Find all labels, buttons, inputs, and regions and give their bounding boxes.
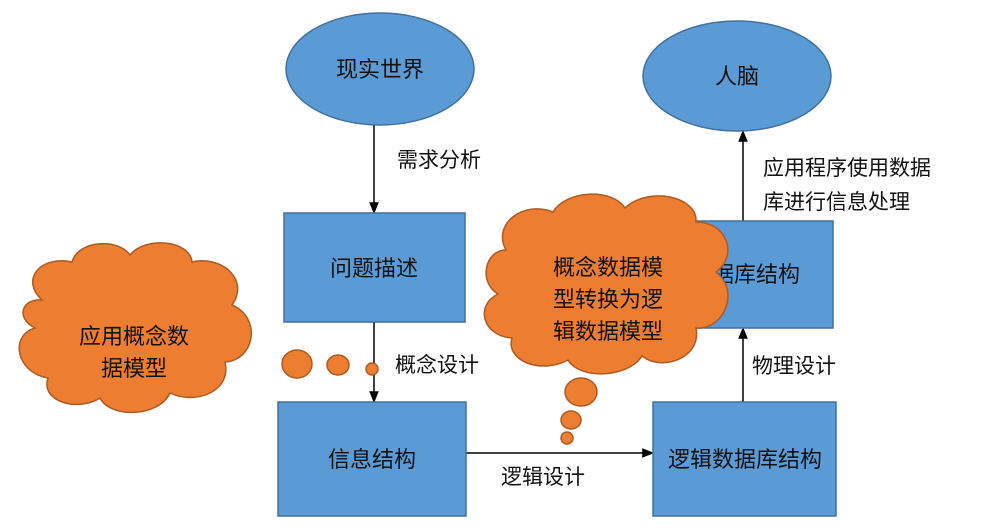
apply-conceptual-model-line1: 应用概念数 [79, 325, 189, 350]
information-structure-node: 信息结构 [277, 401, 467, 517]
physical-design-label: 物理设计 [752, 354, 836, 378]
problem-description-node: 问题描述 [283, 212, 466, 323]
human-brain-node: 人脑 [642, 20, 832, 132]
logical-design-label: 逻辑设计 [501, 465, 585, 489]
logical-db-structure-node: 逻辑数据库结构 [652, 401, 837, 517]
real-world-node: 现实世界 [285, 12, 475, 126]
logical-db-structure-label: 逻辑数据库结构 [668, 448, 822, 473]
information-structure-label: 信息结构 [328, 448, 416, 473]
convert-model-line1: 概念数据模 [553, 256, 663, 281]
apply-conceptual-model-line2: 据模型 [101, 357, 167, 382]
app-usage-label-line2: 库进行信息处理 [763, 190, 910, 214]
right-thought-bubbles [560, 377, 598, 445]
apply-conceptual-model-cloud: 应用概念数 据模型 [18, 242, 253, 414]
real-world-label: 现实世界 [336, 58, 424, 83]
conceptual-design-label: 概念设计 [395, 353, 479, 377]
convert-model-line3: 辑数据模型 [553, 320, 663, 345]
problem-description-label: 问题描述 [330, 257, 418, 282]
app-usage-label-line1: 应用程序使用数据 [763, 156, 931, 180]
human-brain-label: 人脑 [715, 65, 759, 90]
convert-model-cloud: 概念数据模 型转换为逻 辑数据模型 [483, 193, 729, 375]
requirement-analysis-label: 需求分析 [397, 148, 481, 172]
convert-model-line2: 型转换为逻 [553, 288, 663, 313]
left-thought-bubbles [281, 349, 379, 379]
